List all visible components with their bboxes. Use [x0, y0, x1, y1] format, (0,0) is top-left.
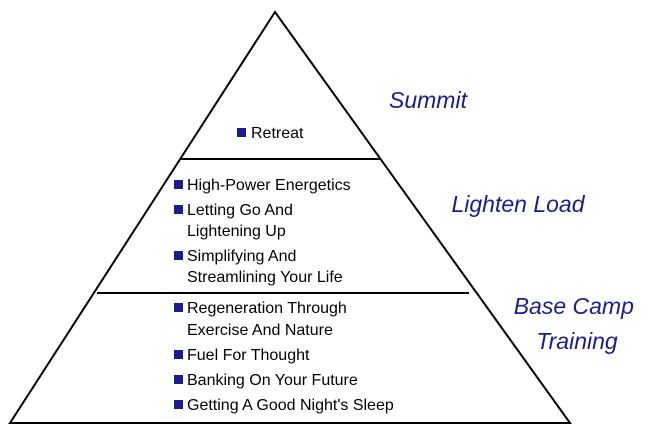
list-item-line: Regeneration Through [187, 300, 347, 317]
list-item-text: Getting A Good Night's Sleep [187, 397, 394, 414]
tier-label-line: Training [536, 328, 618, 354]
list-item-text: Banking On Your Future [187, 372, 358, 389]
bullet-icon [174, 251, 183, 260]
tier-label-line: Lighten Load [451, 191, 585, 217]
bullet-icon [174, 375, 183, 384]
list-item-line: Getting A Good Night's Sleep [187, 397, 394, 414]
list-item-line: Fuel For Thought [187, 347, 310, 364]
bullet-icon [174, 400, 183, 409]
list-item: Regeneration Through Exercise And Nature [174, 300, 351, 339]
tier-label-lighten-load: Lighten Load [451, 191, 585, 217]
list-item-line: Lightening Up [187, 223, 286, 240]
list-item-text: Retreat [251, 125, 304, 142]
tier-lighten-load: Lighten Load High-Power Energetics Letti… [174, 177, 586, 286]
bullet-icon [174, 303, 183, 312]
list-item-line: Retreat [251, 125, 304, 142]
list-item-line: Exercise And Nature [187, 322, 333, 339]
list-item: Letting Go And Lightening Up [174, 202, 297, 240]
list-item: Retreat [237, 125, 304, 142]
list-item: Fuel For Thought [174, 347, 310, 364]
bullet-icon [174, 350, 183, 359]
tier-label-summit: Summit [389, 87, 469, 113]
tier-label-line: Base Camp [514, 293, 634, 319]
list-item-line: Banking On Your Future [187, 372, 358, 389]
pyramid-outline [8, 10, 572, 424]
tier-label-line: Summit [389, 87, 469, 113]
list-item-line: Simplifying And [187, 248, 296, 265]
list-item: Getting A Good Night's Sleep [174, 397, 394, 414]
bullet-icon [174, 205, 183, 214]
tier-summit: Summit Retreat [237, 87, 469, 142]
tier-label-base-camp-training: Base Camp Training [514, 293, 641, 354]
list-item-text: Fuel For Thought [187, 347, 310, 364]
list-item: Simplifying And Streamlining Your Life [174, 248, 343, 286]
list-item-text: High-Power Energetics [187, 177, 351, 194]
list-item: High-Power Energetics [174, 177, 351, 194]
bullet-icon [174, 180, 183, 189]
list-item: Banking On Your Future [174, 372, 358, 389]
bullet-icon [237, 128, 246, 137]
list-item-line: Letting Go And [187, 202, 293, 219]
list-item-text: Regeneration Through Exercise And Nature [187, 300, 351, 339]
tier-base-camp-training: Base Camp Training Regeneration Through … [174, 293, 641, 414]
list-item-text: Letting Go And Lightening Up [187, 202, 297, 240]
list-item-line: Streamlining Your Life [187, 269, 343, 286]
list-item-line: High-Power Energetics [187, 177, 351, 194]
list-item-text: Simplifying And Streamlining Your Life [187, 248, 343, 286]
